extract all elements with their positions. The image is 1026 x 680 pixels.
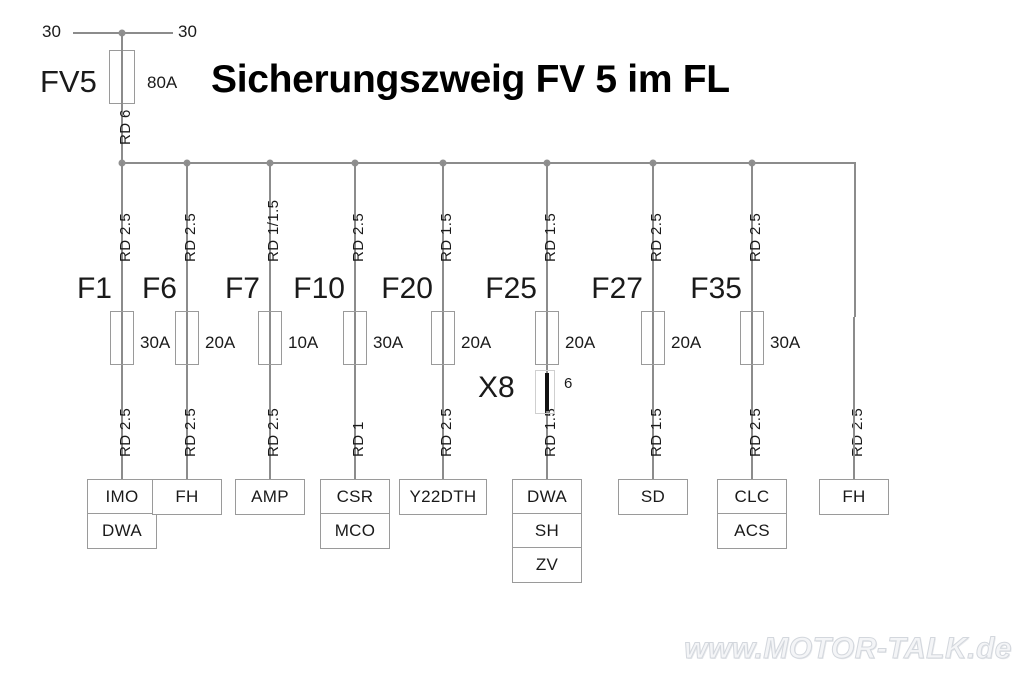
- branch-wire-label-bottom: RD 2.5: [849, 407, 866, 457]
- load-terminal-box: CLC: [717, 479, 787, 515]
- fuse-rating-label: 20A: [461, 333, 492, 352]
- fuse-name-label: F7: [224, 272, 260, 305]
- branch-wire: [546, 162, 548, 479]
- fuse-symbol: [258, 311, 282, 365]
- branch-wire-label-bottom: RD 2.5: [438, 407, 455, 457]
- fuse-name-label: F27: [591, 272, 643, 305]
- branch-wire-label-top: RD 2.5: [648, 212, 665, 262]
- branch-wire: [186, 162, 188, 479]
- branch-wire-label-top: RD 1.5: [542, 212, 559, 262]
- branch-wire-label-top: RD 1/1.5: [265, 199, 282, 262]
- bus-bar-right-end: [854, 162, 856, 317]
- branch-wire-label-bottom: RD 1: [350, 421, 367, 457]
- branch-wire: [269, 162, 271, 479]
- fuse-rating-label: 20A: [671, 333, 702, 352]
- load-terminal-box: SH: [512, 513, 582, 549]
- fuse-rating-label: 10A: [288, 333, 319, 352]
- fuse-symbol: [641, 311, 665, 365]
- terminal-30-right: 30: [178, 22, 197, 41]
- branch-wire-label-top: RD 2.5: [350, 212, 367, 262]
- branch-wire: [652, 162, 654, 479]
- x8-pin-number: 6: [564, 375, 573, 392]
- fuse-name-label: F6: [141, 272, 177, 305]
- fuse-symbol: [110, 311, 134, 365]
- load-terminal-box: IMO: [87, 479, 157, 515]
- main-fuse-label: FV5: [40, 64, 97, 99]
- load-terminal-box: FH: [819, 479, 889, 515]
- branch-wire-label-top: RD 2.5: [747, 212, 764, 262]
- bus-bar: [121, 162, 856, 164]
- branch-wire-label-bottom: RD 1.5: [648, 407, 665, 457]
- fuse-rating-label: 30A: [373, 333, 404, 352]
- fuse-rating-label: 30A: [140, 333, 171, 352]
- branch-wire-label-bottom: RD 2.5: [747, 407, 764, 457]
- fuse-symbol: [343, 311, 367, 365]
- branch-wire: [751, 162, 753, 479]
- fuse-symbol: [535, 311, 559, 365]
- branch-wire-label-bottom: RD 1.5: [542, 407, 559, 457]
- load-terminal-box: FH: [152, 479, 222, 515]
- main-fuse-rating: 80A: [147, 73, 178, 92]
- branch-wire-label-top: RD 2.5: [182, 212, 199, 262]
- x8-connector-label: X8: [478, 371, 515, 404]
- fuse-rating-label: 20A: [205, 333, 236, 352]
- site-watermark: www.MOTOR-TALK.de: [684, 632, 1012, 666]
- load-terminal-box: CSR: [320, 479, 390, 515]
- load-terminal-box: SD: [618, 479, 688, 515]
- x8-connector-pin: [545, 373, 549, 411]
- load-terminal-box: DWA: [512, 479, 582, 515]
- load-terminal-box: AMP: [235, 479, 305, 515]
- load-terminal-box: ACS: [717, 513, 787, 549]
- load-terminal-box: MCO: [320, 513, 390, 549]
- load-terminal-box: ZV: [512, 547, 582, 583]
- branch-wire: [442, 162, 444, 479]
- branch-wire-label-bottom: RD 2.5: [182, 407, 199, 457]
- branch-wire: [853, 317, 855, 479]
- branch-wire-label-top: RD 2.5: [117, 212, 134, 262]
- branch-wire-label-top: RD 1.5: [438, 212, 455, 262]
- load-terminal-box: DWA: [87, 513, 157, 549]
- fuse-rating-label: 20A: [565, 333, 596, 352]
- branch-wire: [354, 162, 356, 479]
- fuse-name-label: F1: [76, 272, 112, 305]
- terminal-30-left: 30: [42, 22, 61, 41]
- fuse-name-label: F35: [690, 272, 742, 305]
- page-title: Sicherungszweig FV 5 im FL: [211, 58, 730, 101]
- fuse-symbol: [740, 311, 764, 365]
- fuse-symbol: [431, 311, 455, 365]
- branch-wire: [121, 162, 123, 479]
- load-terminal-box: Y22DTH: [399, 479, 487, 515]
- main-feed-wire-label: RD 6: [117, 109, 134, 145]
- fuse-name-label: F20: [381, 272, 433, 305]
- branch-wire-label-bottom: RD 2.5: [265, 407, 282, 457]
- fuse-name-label: F10: [293, 272, 345, 305]
- main-feed-drop: [121, 33, 123, 164]
- fuse-name-label: F25: [485, 272, 537, 305]
- x8-connector-box: [535, 370, 555, 414]
- branch-wire-label-bottom: RD 2.5: [117, 407, 134, 457]
- fuse-symbol: [175, 311, 199, 365]
- fuse-rating-label: 30A: [770, 333, 801, 352]
